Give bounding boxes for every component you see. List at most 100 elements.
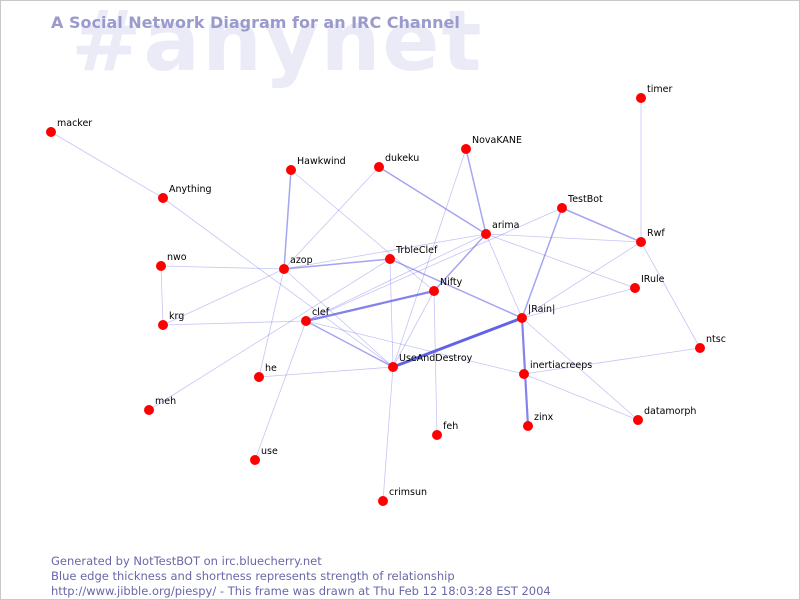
edge-azop-he <box>258 268 285 378</box>
node-novakane: NovaKANE <box>461 135 522 154</box>
edge-trbleclef-useanddestroy <box>389 258 394 368</box>
footer-legend-note: Blue edge thickness and shortness repres… <box>51 569 455 583</box>
node-label: use <box>261 446 278 457</box>
edge-rwf-ntsc <box>640 241 701 349</box>
edge-arima-rain <box>485 233 523 319</box>
node-use: use <box>250 446 278 465</box>
node-azop: azop <box>279 255 313 274</box>
edge-testbot-rwf <box>561 207 642 243</box>
node-anything: Anything <box>158 184 212 203</box>
footer: Generated by NotTestBOT on irc.bluecherr… <box>51 554 551 599</box>
edge-testbot-clef <box>305 207 563 322</box>
node-dot <box>481 229 491 239</box>
node-testbot: TestBot <box>557 194 603 213</box>
edge-azop-krg <box>162 268 285 326</box>
node-he: he <box>254 363 277 382</box>
edge-irule-arima <box>485 233 636 289</box>
node-label: crimsun <box>389 487 427 498</box>
edge-nwo-krg <box>160 265 164 326</box>
node-dot <box>388 362 398 372</box>
edge-layer <box>50 97 701 502</box>
node-dot <box>557 203 567 213</box>
edge-nwo-azop <box>160 265 285 270</box>
edge-hawkwind-nifty <box>290 169 435 292</box>
edge-azop-trbleclef <box>283 258 391 270</box>
node-label: meh <box>155 396 176 407</box>
edge-arima-nifty <box>433 233 487 292</box>
edge-irule-rain <box>521 287 636 319</box>
edge-clef-inertiacreeps <box>305 320 525 375</box>
footer-generated-by: Generated by NotTestBOT on irc.bluecherr… <box>51 554 322 568</box>
edge-arima-clef <box>305 233 487 322</box>
node-label: Nifty <box>440 277 463 288</box>
node-dot <box>695 343 705 353</box>
node-label: UseAndDestroy <box>399 353 473 364</box>
edge-hawkwind-azop <box>283 169 292 270</box>
node-label: Anything <box>169 184 212 195</box>
node-dot <box>254 372 264 382</box>
channel-watermark: #anynet <box>71 0 484 90</box>
node-dot <box>158 320 168 330</box>
node-label: ntsc <box>706 334 726 345</box>
node-label: nwo <box>167 252 187 263</box>
node-rain: |Rain| <box>517 304 555 323</box>
node-dot <box>461 144 471 154</box>
edge-novakane-arima <box>465 148 487 235</box>
edge-trbleclef-rain <box>389 258 523 319</box>
node-label: TrbleClef <box>395 245 438 256</box>
edge-macker-anything <box>50 131 164 199</box>
node-dot <box>144 405 154 415</box>
node-dot <box>378 496 388 506</box>
node-dot <box>523 421 533 431</box>
node-dot <box>374 162 384 172</box>
node-macker: macker <box>46 118 92 137</box>
node-dot <box>158 193 168 203</box>
node-dot <box>630 283 640 293</box>
edge-inertiacreeps-ntsc <box>523 347 701 375</box>
node-label: zinx <box>534 412 554 423</box>
node-label: NovaKANE <box>472 135 522 146</box>
edge-rain-useanddestroy <box>391 316 524 369</box>
node-meh: meh <box>144 396 176 415</box>
edge-azop-useanddestroy <box>283 268 394 368</box>
node-label: dukeku <box>385 153 419 164</box>
node-krg: krg <box>158 311 184 330</box>
edge-krg-clef <box>162 320 307 326</box>
node-dot <box>519 369 529 379</box>
edge-inertiacreeps-datamorph <box>523 373 639 421</box>
edge-nifty-useanddestroy <box>392 290 435 368</box>
node-dukeku: dukeku <box>374 153 419 172</box>
node-crimsun: crimsun <box>378 487 427 506</box>
node-dot <box>46 127 56 137</box>
node-dot <box>636 237 646 247</box>
node-hawkwind: Hawkwind <box>286 156 346 175</box>
edge-clef-useanddestroy <box>305 320 394 368</box>
diagram-title: A Social Network Diagram for an IRC Chan… <box>51 13 460 32</box>
node-rwf: Rwf <box>636 228 665 247</box>
edge-dukeku-arima <box>378 166 487 235</box>
edge-anything-useanddestroy <box>162 197 394 368</box>
edge-useanddestroy-crimsun <box>382 366 394 502</box>
node-label: IRule <box>641 274 665 285</box>
node-label: macker <box>57 118 92 129</box>
edge-arima-azop <box>283 233 487 270</box>
node-nwo: nwo <box>156 252 187 271</box>
node-dot <box>156 261 166 271</box>
node-label: |Rain| <box>528 304 555 315</box>
node-label: arima <box>492 220 519 231</box>
edge-useanddestroy-he <box>258 366 394 378</box>
node-arima: arima <box>481 220 519 239</box>
edge-nifty-feh <box>433 290 438 436</box>
node-dot <box>633 415 643 425</box>
node-nifty: Nifty <box>429 277 463 296</box>
node-dot <box>301 316 311 326</box>
node-feh: feh <box>432 421 458 440</box>
edge-rwf-rain <box>521 241 642 319</box>
node-label: feh <box>443 421 458 432</box>
node-label: azop <box>290 255 313 266</box>
node-dot <box>636 93 646 103</box>
edge-rain-datamorph <box>521 317 639 421</box>
node-label: Hawkwind <box>297 156 346 167</box>
